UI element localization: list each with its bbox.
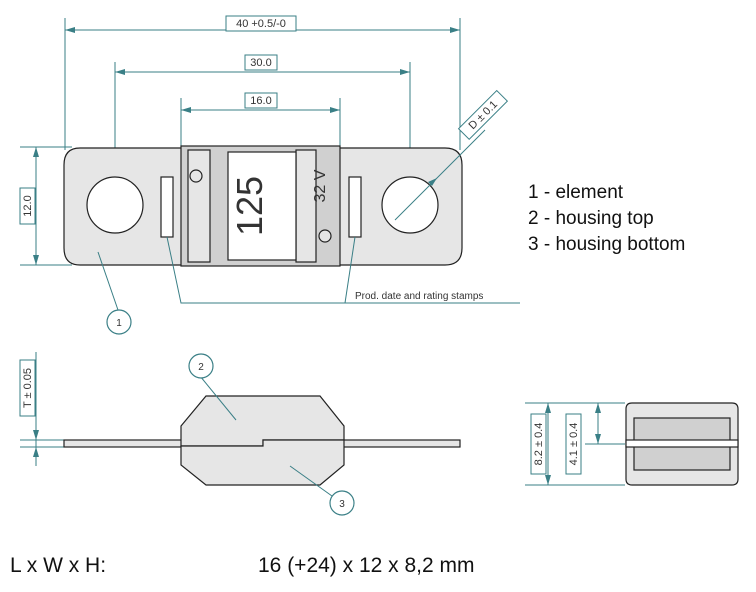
- legend-item-2: 2 - housing top: [528, 208, 654, 229]
- dim-overall-length: 40 +0.5/-0: [236, 18, 286, 30]
- arrow: [545, 403, 551, 413]
- housing-bottom-side: [180, 439, 345, 486]
- spec-value: 16 (+24) x 12 x 8,2 mm: [258, 554, 475, 577]
- arrow: [33, 255, 39, 265]
- arrow: [65, 27, 75, 33]
- housing-rib-right: [295, 149, 317, 263]
- dim-height: 8.2 ± 0.4: [533, 423, 545, 466]
- housing-window: [227, 151, 297, 261]
- balloon-1-leader: [97, 251, 119, 311]
- legend-item-3: 3 - housing bottom: [528, 234, 686, 255]
- spec-label: L x W x H:: [10, 554, 107, 577]
- arrow: [450, 27, 460, 33]
- balloon-1: [106, 309, 132, 335]
- legend-item-1: 1 - element: [528, 182, 624, 203]
- arrow: [330, 107, 340, 113]
- dim-box-half-height: [565, 413, 582, 475]
- balloon-1-label: 1: [116, 318, 122, 329]
- arrow: [595, 403, 601, 413]
- stamp-left: [160, 176, 174, 238]
- stamp-leader-right: [344, 236, 356, 304]
- arrow: [181, 107, 191, 113]
- dim-box-overall: [225, 15, 297, 32]
- arrow: [595, 434, 601, 444]
- fuse-voltage: 32 V: [312, 169, 329, 202]
- balloon-3-leader: [289, 465, 333, 497]
- legend: 1 - element 2 - housing top 3 - housing …: [528, 180, 685, 258]
- arrow: [428, 178, 437, 186]
- arrow: [33, 430, 39, 440]
- dim-box-width: [19, 187, 36, 225]
- dim-box-height: [530, 413, 547, 475]
- dim-line-diameter: [394, 129, 486, 221]
- arrow: [400, 69, 410, 75]
- housing-rib-left: [187, 149, 211, 263]
- housing-screw-bottom: [318, 229, 332, 243]
- balloon-2-leader: [199, 375, 237, 421]
- balloon-2-label: 2: [198, 362, 204, 373]
- dim-thickness: T ± 0.05: [22, 368, 34, 408]
- arrow: [33, 447, 39, 457]
- housing-screw-top: [189, 169, 203, 183]
- balloon-2: [188, 353, 214, 379]
- housing-top-side: [180, 395, 345, 447]
- dim-body-length: 16.0: [250, 95, 271, 107]
- stamp-right: [348, 176, 362, 238]
- fuse-rating: 125: [229, 176, 270, 236]
- element-end-view: [625, 439, 739, 448]
- dim-hole-spacing: 30.0: [250, 57, 271, 69]
- dim-half-height: 4.1 ± 0.4: [568, 423, 580, 466]
- balloon-3-label: 3: [339, 499, 345, 510]
- balloon-3: [329, 490, 355, 516]
- stamp-label: Prod. date and rating stamps: [355, 291, 483, 302]
- mounting-hole-left: [86, 176, 144, 234]
- dim-box-body-length: [244, 92, 278, 109]
- arrow: [115, 69, 125, 75]
- stamp-leader-left: [166, 236, 520, 304]
- arrow: [33, 147, 39, 157]
- arrow: [545, 475, 551, 485]
- dim-box-hole-spacing: [244, 54, 278, 71]
- dim-box-thickness: [19, 359, 36, 417]
- dim-width: 12.0: [22, 195, 34, 216]
